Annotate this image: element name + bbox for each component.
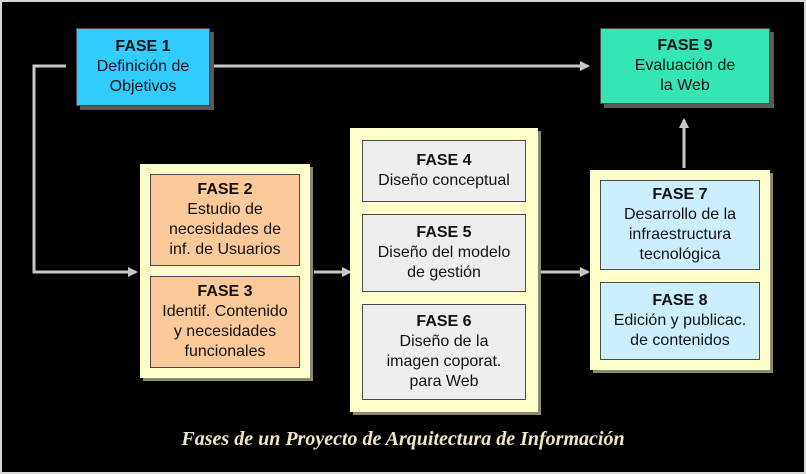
fase9-title: FASE 9 — [657, 37, 713, 54]
diagram-caption: Fases de un Proyecto de Arquitectura de … — [181, 428, 625, 450]
fase3-title: FASE 3 — [197, 283, 253, 300]
fase8-desc: Edición y publicac. de contenidos — [613, 312, 747, 349]
fase3-desc: Identif. Contenido y necesidades funcion… — [162, 303, 288, 360]
fase8-box: FASE 8 Edición y publicac. de contenidos — [600, 282, 760, 360]
fase7-title: FASE 7 — [652, 186, 708, 203]
fase9-box: FASE 9 Evaluación de la Web — [600, 28, 770, 104]
fase1-box: FASE 1 Definición de Objetivos — [76, 28, 210, 106]
fase7-desc: Desarrollo de la infraestructura tecnoló… — [623, 206, 737, 263]
fase2-title: FASE 2 — [197, 181, 253, 198]
fase2-box: FASE 2 Estudio de necesidades de inf. de… — [150, 174, 300, 266]
fase6-title: FASE 6 — [416, 313, 472, 330]
arrow-fase1-to-group-2-3 — [32, 64, 138, 277]
fase4-title: FASE 4 — [416, 152, 472, 169]
fase5-box: FASE 5 Diseño del modelo de gestión — [362, 214, 526, 292]
fase9-desc: Evaluación de la Web — [634, 57, 736, 94]
fase1-title: FASE 1 — [115, 38, 171, 55]
fase4-desc: Diseño conceptual — [378, 172, 510, 189]
fase6-desc: Diseño de la imagen coporat. para Web — [386, 333, 502, 390]
fase7-box: FASE 7 Desarrollo de la infraestructura … — [600, 180, 760, 270]
fase3-box: FASE 3 Identif. Contenido y necesidades … — [150, 276, 300, 368]
fase6-box: FASE 6 Diseño de la imagen coporat. para… — [362, 304, 526, 400]
fase8-title: FASE 8 — [652, 292, 708, 309]
fase1-desc: Definición de Objetivos — [96, 58, 190, 95]
fase4-box: FASE 4 Diseño conceptual — [362, 140, 526, 202]
fase5-title: FASE 5 — [416, 224, 472, 241]
fase5-desc: Diseño del modelo de gestión — [377, 244, 511, 281]
fase2-desc: Estudio de necesidades de inf. de Usuari… — [168, 201, 282, 258]
